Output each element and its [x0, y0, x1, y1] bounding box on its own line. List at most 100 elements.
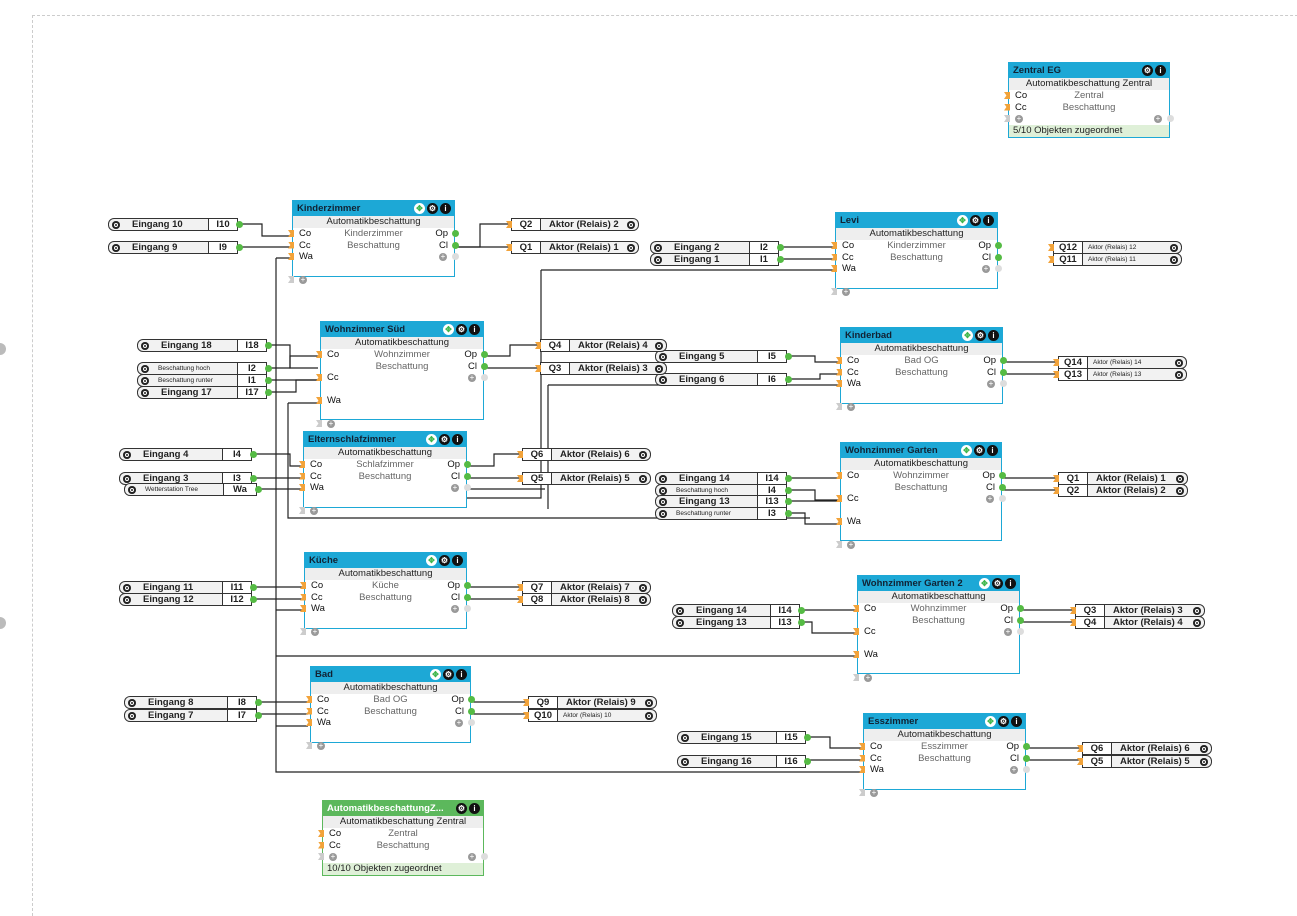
info-icon[interactable]: i [469, 324, 480, 335]
settings-icon[interactable] [676, 606, 684, 615]
settings-icon[interactable] [659, 352, 667, 361]
input-pin[interactable] [1077, 758, 1083, 765]
output-pin-op[interactable] [464, 582, 471, 589]
input-pin[interactable] [1048, 256, 1054, 263]
input-pin-cc[interactable] [306, 707, 312, 715]
settings-icon[interactable] [659, 497, 667, 506]
add-output-icon[interactable]: + [982, 264, 990, 273]
add-output-icon[interactable]: + [1004, 627, 1012, 636]
move-icon[interactable]: ✥ [443, 324, 454, 335]
output-pin[interactable] [265, 342, 272, 349]
settings-icon[interactable]: ⚙ [439, 434, 450, 445]
logic-canvas[interactable] [32, 15, 1297, 916]
output-pin-op[interactable] [1000, 357, 1007, 364]
settings-icon[interactable] [128, 698, 136, 707]
add-input-icon[interactable]: + [327, 419, 335, 428]
settings-icon[interactable] [1175, 358, 1183, 367]
settings-icon[interactable] [128, 485, 136, 494]
output-pin-op[interactable] [481, 351, 488, 358]
settings-icon[interactable] [141, 388, 149, 397]
info-icon[interactable]: i [452, 555, 463, 566]
settings-icon[interactable] [645, 711, 653, 720]
input-pin-cc[interactable] [288, 241, 294, 249]
output-pin[interactable] [255, 699, 262, 706]
info-icon[interactable]: i [983, 215, 994, 226]
settings-icon[interactable]: ⚙ [456, 803, 467, 814]
settings-icon[interactable]: ⚙ [443, 669, 454, 680]
settings-icon[interactable] [639, 450, 647, 459]
move-icon[interactable]: ✥ [414, 203, 425, 214]
input-pin[interactable] [1053, 359, 1059, 366]
settings-icon[interactable]: ⚙ [439, 555, 450, 566]
output-pin[interactable] [785, 376, 792, 383]
add-output-icon[interactable]: + [439, 252, 447, 261]
settings-icon[interactable] [654, 255, 662, 264]
move-icon[interactable]: ✥ [961, 445, 972, 456]
settings-icon[interactable] [1176, 474, 1184, 483]
settings-icon[interactable] [123, 474, 131, 483]
output-pin[interactable] [265, 365, 272, 372]
input-pin[interactable] [1053, 371, 1059, 378]
output-pin-cl[interactable] [999, 483, 1006, 491]
add-output-icon[interactable]: + [468, 852, 476, 861]
add-input-icon[interactable]: + [864, 673, 872, 682]
input-pin-co[interactable] [859, 743, 865, 750]
settings-icon[interactable] [681, 733, 689, 742]
output-pin[interactable] [785, 475, 792, 482]
scroll-handle[interactable] [0, 343, 6, 355]
input-pin-cc[interactable] [836, 495, 842, 502]
input-pin-co[interactable] [836, 357, 842, 364]
output-pin[interactable] [265, 377, 272, 384]
output-pin[interactable] [255, 486, 262, 493]
add-input-icon[interactable]: + [847, 540, 855, 549]
info-icon[interactable]: i [456, 669, 467, 680]
input-pin-wa[interactable] [853, 651, 859, 658]
input-pin[interactable] [1077, 745, 1083, 752]
info-icon[interactable]: i [440, 203, 451, 214]
input-pin[interactable] [1070, 619, 1076, 626]
add-input-icon[interactable]: + [311, 627, 319, 636]
add-output-icon[interactable]: + [987, 379, 995, 388]
input-pin-co[interactable] [853, 605, 859, 612]
input-pin-wa[interactable] [300, 605, 306, 612]
move-icon[interactable]: ✥ [962, 330, 973, 341]
add-input-icon[interactable]: + [847, 402, 855, 411]
info-icon[interactable]: i [1005, 578, 1016, 589]
settings-icon[interactable] [123, 450, 131, 459]
move-icon[interactable]: ✥ [430, 669, 441, 680]
settings-icon[interactable] [112, 243, 120, 252]
settings-icon[interactable]: ⚙ [974, 445, 985, 456]
input-pin-co[interactable] [288, 230, 294, 237]
input-pin[interactable] [517, 596, 523, 603]
move-icon[interactable]: ✥ [426, 434, 437, 445]
output-pin[interactable] [798, 607, 805, 614]
output-pin-op[interactable] [452, 230, 459, 237]
settings-icon[interactable] [639, 583, 647, 592]
output-pin-cl[interactable] [468, 707, 475, 715]
add-output-icon[interactable]: + [468, 373, 476, 382]
input-pin-wa[interactable] [859, 766, 865, 773]
settings-icon[interactable] [655, 341, 663, 350]
